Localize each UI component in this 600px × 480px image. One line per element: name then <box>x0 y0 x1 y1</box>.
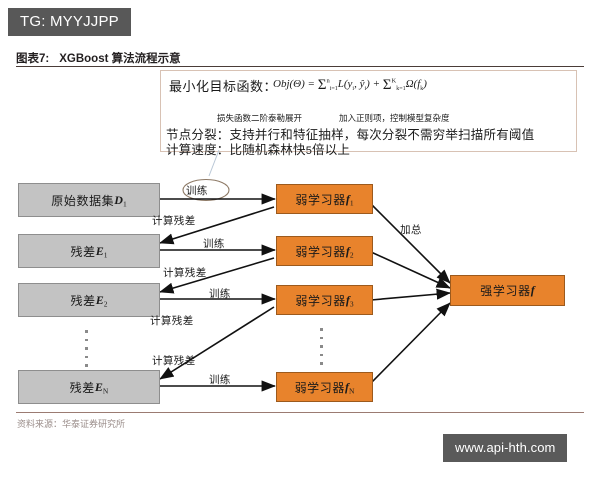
node-weak-learner-f2-sub: 2 <box>349 250 354 260</box>
edge-label-aggregate: 加总 <box>400 225 422 236</box>
formula-term2: Ω(f <box>405 78 421 90</box>
node-weak-learner-fn-symbol: f <box>344 379 349 394</box>
figure-title: 图表7: XGBoost 算法流程示意 <box>16 50 181 66</box>
node-weak-learner-f1-sub: 1 <box>349 198 354 208</box>
figure-source: 资料来源：华泰证券研究所 <box>17 419 126 429</box>
formula-term1-mid: , ŷ <box>354 78 365 90</box>
ellipsis-dots-left <box>85 330 88 367</box>
edge-label-train-4: 训练 <box>209 375 231 386</box>
formula-term2-sub: k <box>420 86 424 93</box>
formula-term1: L(y <box>337 78 353 90</box>
formula-plus: + <box>372 78 381 90</box>
aggregate-arrow-1 <box>370 203 451 284</box>
watermark-bottom-text: www.api-hth.com <box>455 440 556 455</box>
aggregate-arrow-2 <box>370 251 451 289</box>
formula-sum2-upper: K <box>391 77 397 85</box>
node-residual-en-sub: N <box>102 386 109 396</box>
formula-sum2-lower: k=1 <box>396 86 406 93</box>
node-weak-learner-f2-text: 弱学习器 <box>295 244 346 259</box>
node-weak-learner-f2-symbol: f <box>345 243 350 258</box>
bottom-divider <box>16 412 584 414</box>
formula-sum1-upper: n <box>326 77 330 85</box>
node-weak-learner-f1-symbol: f <box>345 191 350 206</box>
watermark-top-badge: TG: MYYJJPP <box>8 8 131 36</box>
node-residual-e2-symbol: E <box>95 292 104 307</box>
objective-formula: Obj(Θ) = Σni=1L(yi, ŷi) + ΣKk=1Ω(fk) <box>273 77 427 94</box>
node-weak-learner-fn-sub: N <box>348 386 355 396</box>
aggregate-arrow-3 <box>370 288 451 301</box>
annotation-regularization: 加入正则项，控制模型复杂度 <box>339 113 450 123</box>
formula-term2-end: ) <box>423 78 427 90</box>
speed-pre: 计算速度：比随机森林快 <box>166 143 306 157</box>
formula-head: Obj(Θ) = <box>273 78 315 90</box>
formula-sum1: Σ <box>317 77 327 93</box>
node-dataset-d1-text: 原始数据集 <box>51 193 115 208</box>
node-weak-learner-f3-text: 弱学习器 <box>295 293 346 308</box>
figure-number: 图表7: <box>16 53 50 65</box>
formula-term1-end: ) <box>366 78 370 90</box>
node-strong-learner-text: 强学习器 <box>480 284 531 298</box>
node-weak-learner-fn-text: 弱学习器 <box>294 380 345 395</box>
node-residual-e2-text: 残差 <box>70 293 96 308</box>
formula-term1-sub2: i <box>364 86 367 93</box>
node-residual-e1-sub: 1 <box>103 250 108 260</box>
edge-label-residual-2: 计算残差 <box>163 268 207 279</box>
ellipsis-dots-middle <box>320 328 323 365</box>
speed-post: 倍以上 <box>312 143 351 157</box>
edge-label-residual-4: 计算残差 <box>152 356 196 367</box>
formula-sum2: Σ <box>382 77 392 93</box>
watermark-top-text: TG: MYYJJPP <box>20 13 119 30</box>
node-residual-en-text: 残差 <box>69 380 95 395</box>
node-dataset-d1-sub: 1 <box>122 199 127 209</box>
objective-label: 最小化目标函数： <box>169 79 278 94</box>
note-compute-speed: 计算速度：比随机森林快5倍以上 <box>166 139 350 158</box>
node-strong-learner[interactable]: 强学习器 f <box>450 275 565 306</box>
edge-label-residual-3: 计算残差 <box>150 316 194 327</box>
annotation-loss-taylor: 损失函数二阶泰勒展开 <box>217 113 303 123</box>
node-weak-learner-f3-sub: 3 <box>349 299 354 309</box>
node-weak-learner-f3-symbol: f <box>345 292 350 307</box>
formula-term1-sub1: i <box>352 86 355 93</box>
node-dataset-d1-symbol: D <box>114 192 123 207</box>
objective-panel: 最小化目标函数： Obj(Θ) = Σni=1L(yi, ŷi) + ΣKk=1… <box>160 70 577 157</box>
node-weak-learner-f1-text: 弱学习器 <box>295 192 346 207</box>
node-residual-en-symbol: E <box>94 379 103 394</box>
edge-label-train-3: 训练 <box>209 289 231 300</box>
watermark-bottom-badge: www.api-hth.com <box>443 434 568 462</box>
formula-sum1-lower: i=1 <box>329 86 338 93</box>
node-strong-learner-symbol: f <box>530 283 535 297</box>
edge-label-train-1: 训练 <box>186 186 208 197</box>
edge-label-train-2: 训练 <box>203 239 225 250</box>
title-divider <box>16 66 584 68</box>
node-residual-e1-symbol: E <box>95 243 104 258</box>
node-residual-e1-text: 残差 <box>70 244 96 259</box>
figure-title-text: XGBoost 算法流程示意 <box>59 53 181 65</box>
aggregate-arrow-4 <box>370 302 451 384</box>
node-residual-e2-sub: 2 <box>103 299 108 309</box>
edge-label-residual-1: 计算残差 <box>152 216 196 227</box>
speed-number: 5 <box>305 145 313 157</box>
note-node-split: 节点分裂：支持并行和特征抽样，每次分裂不需穷举扫描所有阈值 <box>166 128 535 142</box>
